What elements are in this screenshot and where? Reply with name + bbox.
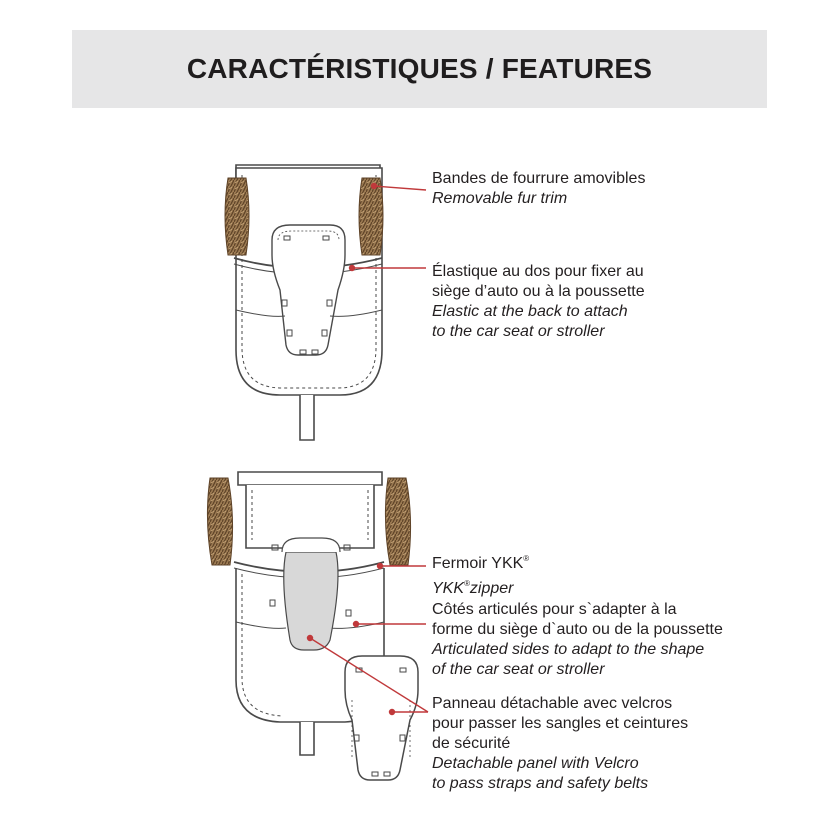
callout-fr: pour passer les sangles et ceintures xyxy=(432,715,689,732)
callout-en-tail: zipper xyxy=(469,580,514,597)
registered-mark: ® xyxy=(523,554,530,563)
footmuff-back-view xyxy=(233,164,383,441)
fur-trim-detached-right xyxy=(384,477,412,566)
fur-trim-left xyxy=(224,177,250,256)
callout-en-main: YKK xyxy=(432,580,465,597)
zipper-opening xyxy=(283,551,339,651)
registered-mark: ® xyxy=(464,579,470,588)
callout-fr: Panneau détachable avec velcros xyxy=(432,695,673,712)
callout-en: Removable fur trim xyxy=(432,190,568,207)
callout-en: to the car seat or stroller xyxy=(432,323,605,340)
page-title: CARACTÉRISTIQUES / FEATURES xyxy=(186,53,653,84)
fur-trim-detached-left xyxy=(206,477,234,566)
callout-zipper: Fermoir YKK® YKK®zipper xyxy=(432,549,529,599)
callout-en: YKK®zipper xyxy=(432,574,529,599)
callout-fur-trim: Bandes de fourrure amovibles Removable f… xyxy=(432,169,645,209)
callout-fr-main: Fermoir YKK xyxy=(432,555,524,572)
callout-en: Elastic at the back to attach xyxy=(432,303,628,320)
callout-fr: Élastique au dos pour fixer au xyxy=(432,263,644,280)
callout-fr: de sécurité xyxy=(432,735,511,752)
fur-trim-right xyxy=(358,177,384,256)
detachable-panel xyxy=(344,655,419,781)
callout-elastic: Élastique au dos pour fixer au siège d’a… xyxy=(432,262,645,342)
callout-en: of the car seat or stroller xyxy=(432,661,605,678)
leader-lines-top xyxy=(348,182,427,272)
header-banner: CARACTÉRISTIQUES / FEATURES xyxy=(72,30,767,108)
callout-fr: Fermoir YKK® xyxy=(432,549,529,574)
callout-en: to pass straps and safety belts xyxy=(432,775,649,792)
callout-fr: siège d’auto ou à la poussette xyxy=(432,283,645,300)
callout-fr: forme du siège d`auto ou de la poussette xyxy=(432,621,723,638)
callout-en: Detachable panel with Velcro xyxy=(432,755,639,772)
callout-fr: Bandes de fourrure amovibles xyxy=(432,170,646,187)
callout-fr: Côtés articulés pour s`adapter à la xyxy=(432,601,677,618)
callout-en: Articulated sides to adapt to the shape xyxy=(432,641,705,658)
callout-detachable-panel: Panneau détachable avec velcros pour pas… xyxy=(432,694,688,794)
leader-lines-bottom xyxy=(306,562,429,716)
callout-articulated-sides: Côtés articulés pour s`adapter à la form… xyxy=(432,600,723,680)
